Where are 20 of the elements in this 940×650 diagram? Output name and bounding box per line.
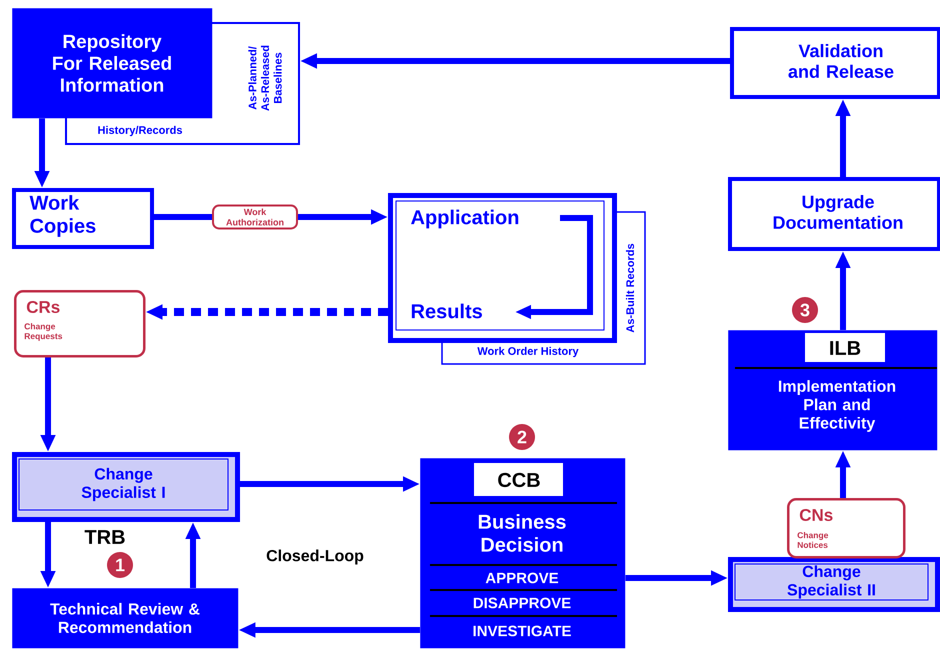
validation-box: Validation and Release	[730, 27, 940, 99]
change-request-box: CRs Change Requests	[14, 290, 146, 358]
note-text: TRB	[84, 530, 125, 544]
specialist-box: Change Specialist I	[12, 452, 240, 522]
documentation-box: Upgrade Documentation	[728, 177, 940, 251]
callout-number: 3	[792, 297, 818, 323]
change-notice-box: CNs Change Notices	[787, 498, 906, 558]
implementation-box: ILB Implementation Plan and Effectivity	[728, 330, 938, 450]
node-label: Work Order History	[477, 346, 579, 358]
callout-number: 2	[509, 424, 535, 450]
review-box: Technical Review & Recommendation	[12, 588, 238, 648]
repository-box: Repository For Released Information	[12, 8, 212, 118]
work-copies-box: Work Copies	[12, 188, 154, 249]
authorization-box: Work Authorization	[212, 204, 298, 230]
application-box: Application Results As-Built Records Work Order History	[388, 193, 646, 365]
node-label: As-Built Records	[626, 244, 634, 332]
decision-box: CCB Business Decision APPROVE DISAPPROVE INVESTIGATE	[420, 458, 626, 648]
specialist-box: Change Specialist II	[728, 557, 940, 612]
note-text: Closed-Loop	[266, 550, 364, 564]
callout-number: 1	[107, 552, 133, 578]
